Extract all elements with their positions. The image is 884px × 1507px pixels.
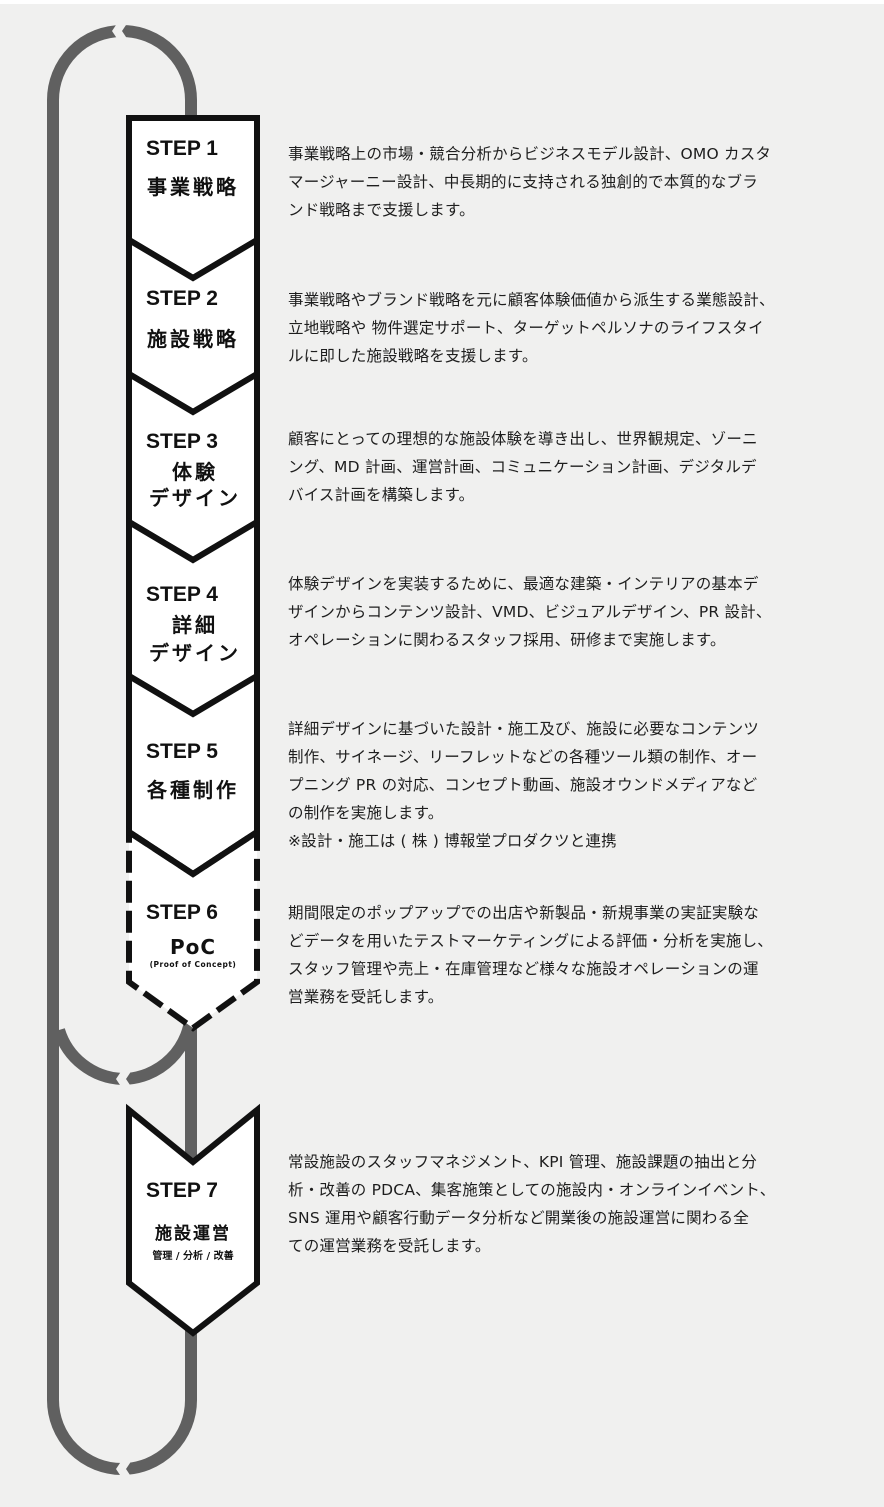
step-5-label: STEP 5 <box>146 740 218 763</box>
description-line: ザインからコンテンツ設計、VMD、ビジュアルデザイン、PR 設計、 <box>288 603 772 621</box>
step-3-title: 体験 <box>172 460 218 484</box>
step-1-description: 事業戦略上の市場・競合分析からビジネスモデル設計、OMO カスタ マージャーニー… <box>288 140 828 224</box>
step-3-description: 顧客にとっての理想的な施設体験を導き出し、世界観規定、ゾーニ ング、MD 計画、… <box>288 425 828 509</box>
step-7-subtitle: 管理 / 分析 / 改善 <box>152 1251 234 1262</box>
description-line: ての運営業務を受託します。 <box>288 1237 491 1255</box>
description-line: ンド戦略まで支援します。 <box>288 201 475 219</box>
description-line: 析・改善の PDCA、集客施策としての施設内・オンラインイベント、 <box>288 1181 776 1199</box>
description-line: オペレーションに関わるスタッフ採用、研修まで実施します。 <box>288 631 726 649</box>
description-line: 営業務を受託します。 <box>288 988 444 1006</box>
description-line: マージャーニー設計、中長期的に支持される独創的で本質的なブラ <box>288 173 758 191</box>
description-line: 立地戦略や 物件選定サポート、ターゲットペルソナのライフスタイ <box>288 319 764 337</box>
description-line: 事業戦略やブランド戦略を元に顧客体験価値から派生する業態設計、 <box>288 291 775 309</box>
step-2-title: 施設戦略 <box>147 327 239 351</box>
description-line: SNS 運用や顧客行動データ分析など開業後の施設運営に関わる全 <box>288 1209 749 1227</box>
description-line: 常設施設のスタッフマネジメント、KPI 管理、施設課題の抽出と分 <box>288 1153 758 1171</box>
description-line: ング、MD 計画、運営計画、コミュニケーション計画、デジタルデ <box>288 458 757 476</box>
step-2-description: 事業戦略やブランド戦略を元に顧客体験価値から派生する業態設計、 立地戦略や 物件… <box>288 286 828 370</box>
step-6-title: PoC <box>169 935 217 959</box>
description-line: 期間限定のポップアップでの出店や新製品・新規事業の実証実験な <box>288 904 760 922</box>
description-line: スタッフ管理や売上・在庫管理など様々な施設オペレーションの運 <box>288 960 759 978</box>
description-line: ルに即した施設戦略を支援します。 <box>288 347 538 365</box>
top-border <box>0 0 884 4</box>
step-3-title-line2: デザイン <box>149 486 241 510</box>
description-line: 詳細デザインに基づいた設計・施工及び、施設に必要なコンテンツ <box>288 720 760 738</box>
step-7-description: 常設施設のスタッフマネジメント、KPI 管理、施設課題の抽出と分 析・改善の P… <box>288 1148 828 1260</box>
description-line: 事業戦略上の市場・競合分析からビジネスモデル設計、OMO カスタ <box>288 145 772 163</box>
step-6-subtitle: (Proof of Concept) <box>149 960 237 969</box>
description-note: ※設計・施工は ( 株 ) 博報堂プロダクツと連携 <box>288 832 617 850</box>
step-7-title: 施設運営 <box>155 1224 231 1244</box>
step-7-shape <box>126 1103 260 1337</box>
description-line: プニング PR の対応、コンセプト動画、施設オウンドメディアなど <box>288 776 758 794</box>
step-1-title: 事業戦略 <box>147 175 239 199</box>
step-6-description: 期間限定のポップアップでの出店や新製品・新規事業の実証実験な どデータを用いたテ… <box>288 899 828 1011</box>
description-line: どデータを用いたテストマーケティングによる評価・分析を実施し、 <box>288 932 773 950</box>
step-2-label: STEP 2 <box>146 287 218 310</box>
step-3-label: STEP 3 <box>146 430 218 453</box>
step-7-label: STEP 7 <box>146 1179 218 1202</box>
description-line: の制作を実施します。 <box>288 804 444 822</box>
step-4-title-line2: デザイン <box>149 641 241 665</box>
step-6-label: STEP 6 <box>146 901 218 924</box>
step-4-label: STEP 4 <box>146 583 218 606</box>
step-4-title: 詳細 <box>172 613 218 637</box>
loop-arrow-notch-icon <box>112 22 132 1478</box>
step-5-title: 各種制作 <box>147 778 239 802</box>
description-line: バイス計画を構築します。 <box>288 486 475 504</box>
description-line: 体験デザインを実装するために、最適な建築・インテリアの基本デ <box>288 575 759 593</box>
step-4-description: 体験デザインを実装するために、最適な建築・インテリアの基本デ ザインからコンテン… <box>288 570 828 654</box>
step-1-label: STEP 1 <box>146 137 218 160</box>
description-line: 顧客にとっての理想的な施設体験を導き出し、世界観規定、ゾーニ <box>288 430 758 448</box>
step-5-description: 詳細デザインに基づいた設計・施工及び、施設に必要なコンテンツ 制作、サイネージ、… <box>288 715 828 855</box>
description-line: 制作、サイネージ、リーフレットなどの各種ツール類の制作、オー <box>288 748 758 766</box>
